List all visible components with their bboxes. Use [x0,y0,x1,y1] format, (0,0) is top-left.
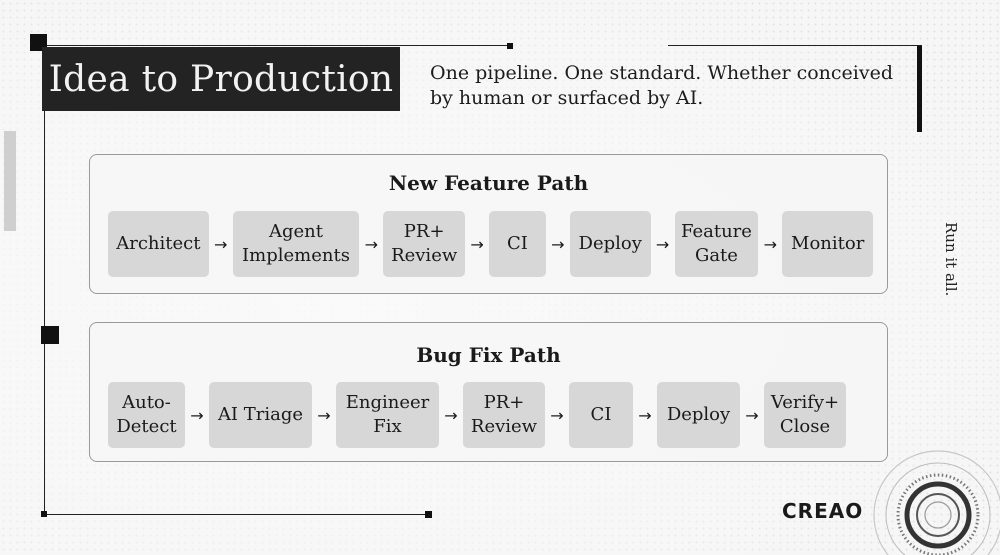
feature-path-title: New Feature Path [388,171,589,195]
arrow-icon: → [470,234,484,254]
bugfix-step-pr-review: PR+ Review [463,382,545,448]
feature-step-monitor: Monitor [782,211,874,277]
page-title: Idea to Production [42,47,400,111]
arrow-icon: → [655,234,670,254]
arrow-icon: → [444,405,458,425]
bugfix-path-title: Bug Fix Path [416,343,561,367]
arrow-icon: → [364,234,378,254]
side-tagline: Run it all. [942,222,960,297]
feature-step-feature-gate: Feature Gate [674,211,759,277]
frame-line-bottom [44,514,428,515]
frame-line-top [44,45,510,46]
frame-line-left [44,45,45,515]
side-square-left [41,326,59,344]
creao-logo: CREAO [782,499,864,523]
corner-dot-bottom [425,511,432,518]
feature-step-agent-implements: Agent Implements [232,211,360,277]
bugfix-step-verify-close: Verify+ Close [764,382,846,448]
left-gray-bar [4,131,16,231]
bugfix-path-steps: Auto- Detect → AI Triage → Engineer Fix … [108,382,873,448]
arrow-icon: → [551,234,565,254]
concentric-rings-icon [873,450,1000,555]
arrow-icon: → [190,405,204,425]
bugfix-step-engineer-fix: Engineer Fix [336,382,439,448]
bugfix-step-ci: CI [569,382,633,448]
arrow-icon: → [214,234,228,254]
bugfix-step-deploy: Deploy [657,382,740,448]
feature-step-architect: Architect [108,211,209,277]
arrow-icon: → [317,405,331,425]
page-subtitle: One pipeline. One standard. Whether conc… [430,62,893,109]
feature-path-steps: Architect → Agent Implements → PR+ Revie… [108,211,874,277]
arrow-icon: → [550,405,564,425]
bugfix-path-panel: Bug Fix Path Auto- Detect → AI Triage → … [89,322,888,462]
corner-dot-bottom-left [41,511,47,517]
bugfix-step-auto-detect: Auto- Detect [108,382,185,448]
corner-dot-top [507,43,513,49]
feature-step-pr-review: PR+ Review [383,211,466,277]
arrow-icon: → [763,234,778,254]
frame-line-top-right [668,45,922,46]
accent-bar [917,46,922,132]
feature-step-ci: CI [489,211,546,277]
corner-square-top-left [30,34,47,51]
feature-path-panel: New Feature Path Architect → Agent Imple… [89,154,888,294]
bugfix-step-ai-triage: AI Triage [209,382,312,448]
arrow-icon: → [638,405,652,425]
arrow-icon: → [745,405,759,425]
feature-step-deploy: Deploy [569,211,651,277]
